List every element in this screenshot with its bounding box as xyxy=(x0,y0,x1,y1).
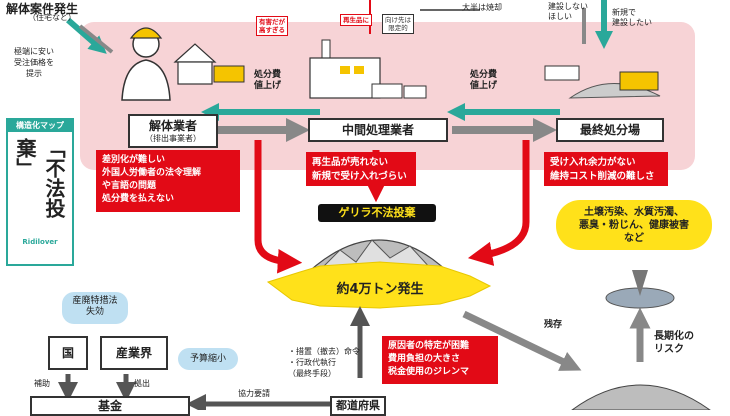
tag-recycled: 再生品に xyxy=(340,14,372,26)
residual-label: 残存 xyxy=(544,320,563,330)
long-term-risk: 長期化のリスク xyxy=(654,331,694,355)
label-subsidy: 補助 xyxy=(34,379,50,388)
price-up-left: 処分費値上げ xyxy=(254,70,282,91)
box-local-gov: 都道府県 xyxy=(330,396,386,416)
budget-cut-cloud: 予算縮小 xyxy=(178,348,238,370)
factory-illustration xyxy=(309,39,427,99)
structure-map-badge: 構造化マップ 「不法投棄」 Ridilover xyxy=(6,118,74,266)
node-final: 最終処分場 xyxy=(556,118,664,142)
problems-demolisher: 差別化が難しい 外国人労働者の法令理解 や言語の問題 処分費を払えない xyxy=(96,150,240,212)
guerrilla-dumping-banner: ゲリラ不法投棄 xyxy=(318,204,436,222)
box-industry: 産業界 xyxy=(100,336,168,370)
case-subtitle: （住宅など） xyxy=(28,13,76,22)
teal-arrow-topleft xyxy=(66,17,107,54)
measures-list: ・措置（撤去）命令 ・行政代執行 （最終手段） xyxy=(288,347,360,378)
price-up-right: 処分費値上げ xyxy=(470,70,498,91)
problems-intermediate: 再生品が売れない 新規で受け入れづらい xyxy=(306,152,416,186)
admin-problems: 原因者の特定が困難 費用負担の大きさ 税金使用のジレンマ xyxy=(382,336,498,384)
tag-harmful: 有害だが高すぎる xyxy=(256,16,288,36)
yellow-burst xyxy=(266,261,492,309)
residual-pile xyxy=(571,384,711,410)
label-contribution: 拠出 xyxy=(134,379,150,388)
badge-title: 「不法投棄」 xyxy=(13,138,66,218)
box-country: 国 xyxy=(48,336,88,370)
badge-header: 構造化マップ xyxy=(8,120,72,132)
box-fund: 基金 xyxy=(30,396,190,416)
tag-destination: 向け先は限定的 xyxy=(382,14,414,34)
red-arrow-left xyxy=(254,140,303,274)
ridilover-logo: Ridilover xyxy=(22,238,58,246)
law-expired-cloud: 産廃特措法失効 xyxy=(62,292,128,324)
node-intermediate: 中間処理業者 xyxy=(308,118,448,142)
case-title: 解体案件発生 xyxy=(6,2,79,16)
problems-final: 受け入れ余力がない 維持コスト削減の難しさ xyxy=(544,152,668,186)
landfill-illustration xyxy=(544,65,661,99)
node-demolisher: 解体業者 （排出事業者） xyxy=(128,114,218,148)
low-price-note: 極端に安い 受注価格を 提示 xyxy=(14,47,54,78)
worker-illustration xyxy=(121,27,171,101)
house-illustration xyxy=(173,43,245,85)
dumping-amount: 約4万トン発生 xyxy=(336,282,424,297)
new-build-note: 新規で建設したい xyxy=(612,8,652,27)
burn-note: 大半は焼却 xyxy=(462,3,502,12)
damage-cloud: 土壌汚染、水質汚濁、 悪臭・粉じん、健康被害 など xyxy=(556,200,712,250)
red-arrow-right xyxy=(467,140,530,266)
gray-arrow-topleft xyxy=(78,24,114,54)
label-cooperation: 協力要請 xyxy=(238,389,270,398)
residual-arrow xyxy=(462,310,582,371)
no-build-note: 建設しないほしい xyxy=(548,2,588,21)
